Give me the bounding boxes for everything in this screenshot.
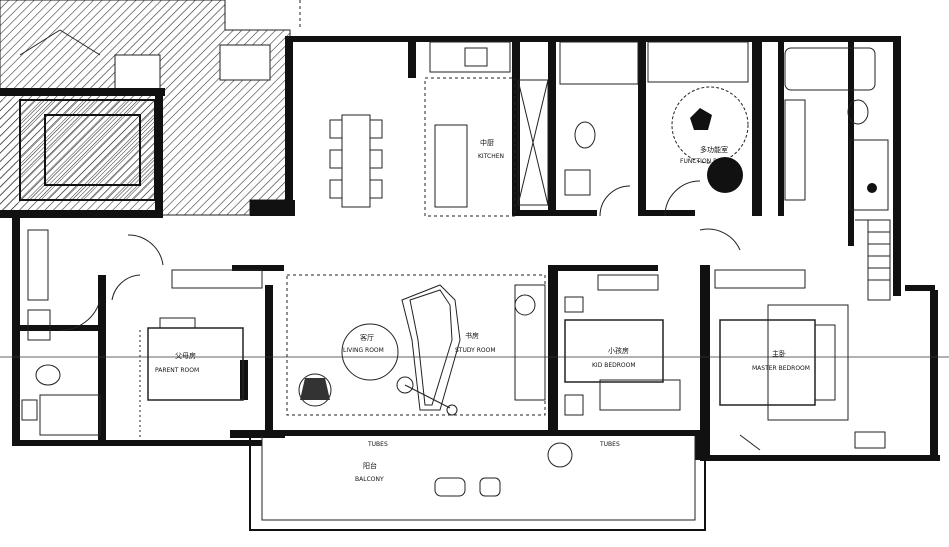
study-room-label-en: STUDY ROOM: [455, 347, 496, 354]
corridor-doors: [59, 228, 741, 331]
study-room-label-cn: 书房: [465, 331, 479, 340]
dining-table: [329, 114, 383, 208]
function-room-label-en: FUNCTION ROOM: [680, 158, 732, 165]
master-bedroom-label-cn: 主卧: [772, 349, 786, 358]
master-bedroom-label-en: MASTER BEDROOM: [752, 365, 810, 372]
parent-room-label-cn: 父母房: [175, 351, 196, 360]
wardrobe-right: [867, 219, 891, 301]
kid-bedroom-label-cn: 小孩房: [608, 346, 629, 355]
balcony: 阳台 BALCONY TUBES TUBES: [249, 430, 710, 531]
balcony-label-cn: 阳台: [363, 461, 377, 470]
living-room-label-en: LIVING ROOM: [343, 347, 384, 354]
living-room-label-cn: 客厅: [360, 333, 374, 342]
function-room-label-cn: 多功能室: [700, 145, 728, 154]
parent-room: 父母房 PARENT ROOM: [139, 269, 263, 440]
balcony-label-en: BALCONY: [355, 476, 384, 483]
master-bathroom: [784, 47, 890, 221]
balcony-note-left: TUBES: [367, 441, 388, 448]
parent-room-label-en: PARENT ROOM: [155, 367, 199, 374]
balcony-note-right: TUBES: [599, 441, 620, 448]
parent-bathroom: [21, 229, 101, 436]
guest-bathroom: [559, 41, 639, 217]
kid-bedroom-label-en: KID BEDROOM: [592, 362, 636, 369]
function-room: 多功能室 FUNCTION ROOM: [647, 41, 806, 217]
kitchen-label-cn: 中厨: [480, 138, 494, 147]
kitchen-label-en: KITCHEN: [478, 153, 504, 160]
kid-bedroom: 小孩房 KID BEDROOM: [564, 274, 681, 416]
kitchen: 中厨 KITCHEN: [424, 41, 549, 217]
master-bedroom: 主卧 MASTER BEDROOM: [714, 269, 886, 451]
hatched-exterior-area: [0, 0, 301, 216]
living-study-area: 客厅 LIVING ROOM 书房 STUDY ROOM: [286, 274, 546, 416]
interior-walls: [20, 36, 854, 460]
